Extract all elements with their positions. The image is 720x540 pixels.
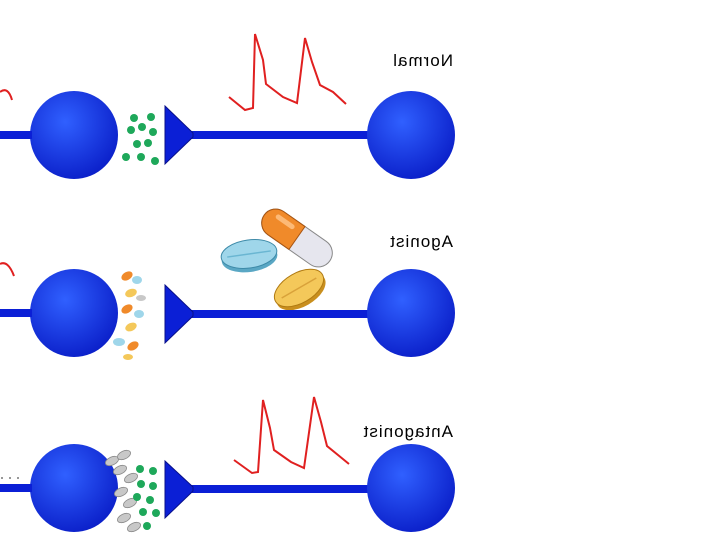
row-agonist: Agonist <box>0 208 455 360</box>
neuron-cell-body-right <box>367 444 455 532</box>
action-potential-trace <box>233 396 350 475</box>
neuron-cell-body-right <box>367 269 455 357</box>
neuron-cell-body-left <box>30 269 118 357</box>
label-normal: Normal <box>392 51 453 70</box>
row-normal: Normal <box>0 33 455 179</box>
antagonist-pills-cleft <box>105 449 141 533</box>
small-pills-cleft <box>113 271 146 360</box>
axon <box>188 131 378 139</box>
axon <box>188 485 378 493</box>
axon-left <box>0 131 32 139</box>
axon-terminal <box>164 104 194 166</box>
action-potential-trace <box>228 33 347 112</box>
label-agonist: Agonist <box>389 232 453 251</box>
axon-terminal <box>164 459 194 520</box>
axon-terminal <box>164 283 194 345</box>
axon <box>188 310 378 318</box>
blue-tablet-pill-icon <box>220 239 278 273</box>
neuron-cell-body-left <box>30 444 118 532</box>
partial-signal-left <box>0 89 13 101</box>
partial-signal-left <box>0 262 15 277</box>
neuron-cell-body-left <box>30 91 118 179</box>
label-antagonist: Antagonist <box>363 422 453 441</box>
yellow-tablet-pill-icon <box>273 268 326 311</box>
axon-left <box>0 309 32 317</box>
row-antagonist: Antagonist <box>0 396 455 533</box>
capsule-pill-icon <box>261 208 333 268</box>
axon-left <box>0 484 32 492</box>
neurotransmitter-dots <box>133 465 160 530</box>
neurotransmitter-dots <box>122 113 159 165</box>
pill-icon-large-group <box>220 208 333 311</box>
neuron-cell-body-right <box>367 91 455 179</box>
dotted-signal-left <box>1 477 19 479</box>
